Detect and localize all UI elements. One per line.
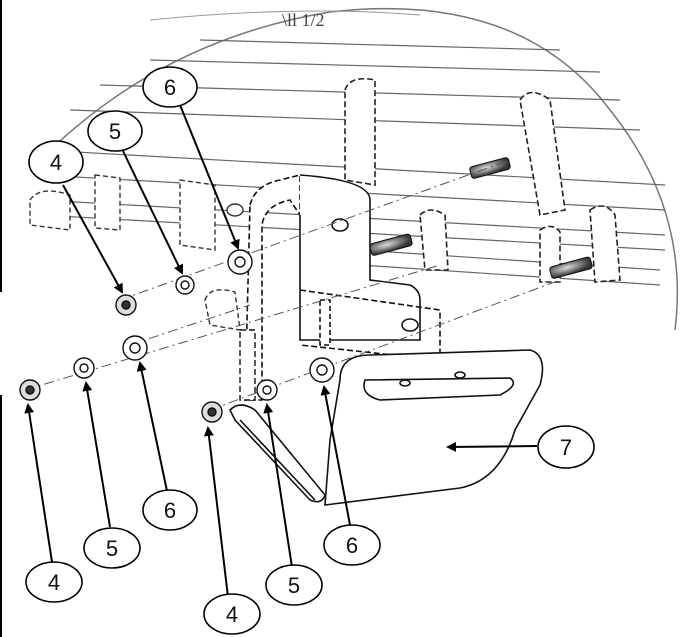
- callout-5-bottom-right: 5: [265, 564, 323, 606]
- flat-washer-lower-left: [122, 335, 148, 361]
- vertical-bar: [239, 329, 256, 401]
- left-lugs: [29, 174, 244, 331]
- nut-upper: [115, 294, 137, 316]
- mounting-bracket: [244, 173, 441, 401]
- left-frame-edge-bottom: [0, 395, 2, 637]
- callout-label: 4: [226, 602, 238, 627]
- callout-4-top: 4: [28, 140, 84, 184]
- callout-label: 6: [346, 533, 358, 558]
- callout-label: 5: [109, 119, 121, 144]
- lock-washer-lower-left: [73, 357, 95, 379]
- callout-6-bottom-right: 6: [323, 524, 381, 566]
- callout-label: 4: [48, 570, 60, 595]
- callout-label: 5: [106, 536, 118, 561]
- callout-5-bottom-left: 5: [83, 527, 141, 569]
- callout-label: 6: [164, 498, 176, 523]
- lower-shoe: [229, 349, 544, 506]
- header-fragment: \ll 1/2: [282, 10, 325, 30]
- nut-lower-left: [19, 379, 41, 401]
- callout-6-top: 6: [142, 66, 198, 108]
- callout-5-top: 5: [87, 110, 143, 152]
- callout-label: 7: [560, 435, 572, 460]
- lock-washer-upper: [175, 275, 195, 295]
- callout-6-mid: 6: [142, 489, 198, 531]
- flat-washer-upper: [227, 249, 253, 275]
- left-frame-edge-top: [0, 0, 2, 292]
- nut-lower-right: [201, 401, 223, 423]
- callout-4-bottom-left: 4: [25, 561, 83, 603]
- lock-washer-lower-right: [256, 379, 278, 401]
- callout-4-bottom-right: 4: [203, 593, 261, 635]
- studs: [369, 157, 593, 279]
- callout-label: 5: [288, 573, 300, 598]
- callout-label: 6: [164, 75, 176, 100]
- hardware: [19, 249, 335, 423]
- callout-7: 7: [537, 425, 595, 469]
- leader-arrows: [24, 99, 538, 598]
- flat-washer-lower-right: [309, 357, 335, 383]
- upper-mount: [344, 77, 621, 283]
- callout-label: 4: [50, 150, 62, 175]
